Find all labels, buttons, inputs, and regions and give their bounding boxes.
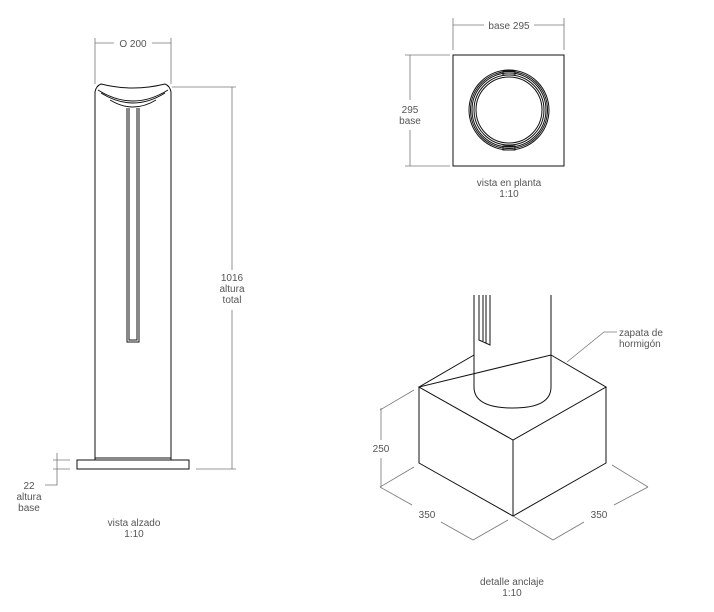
diameter-dimension (94, 38, 172, 84)
base-height-dimension (45, 453, 70, 486)
left-width-value: 350 (419, 510, 436, 521)
height-dimension (172, 86, 236, 470)
height-label-1: altura (219, 284, 244, 295)
plan-height-label: base (399, 116, 421, 127)
plan-ring-outer (468, 69, 550, 151)
plan-ring-4 (473, 74, 545, 146)
elevation-scale: 1:10 (124, 529, 144, 540)
column-in-footing (473, 295, 552, 409)
base-plate (76, 459, 190, 470)
plan-height-value: 295 (402, 105, 419, 116)
elevation-view: O 200 1016 altura total 22 altura base v… (16, 38, 245, 540)
plan-height-dimension (405, 54, 450, 167)
plan-scale: 1:10 (499, 189, 519, 200)
column-outline (94, 83, 172, 460)
diameter-label: O 200 (119, 39, 147, 50)
plan-width-dimension (452, 18, 565, 50)
elevation-title: vista alzado (108, 518, 161, 529)
base-value: 22 (23, 481, 35, 492)
anchor-title: detalle anclaje (480, 577, 544, 588)
height-label-2: total (223, 295, 242, 306)
left-width-dimension (379, 486, 509, 541)
callout-leader (566, 331, 617, 363)
column-top-face (109, 99, 157, 108)
plan-base-square (452, 54, 565, 167)
right-width-dimension (512, 464, 649, 541)
column-slot-detail (478, 295, 491, 346)
plan-slot-bottom (502, 145, 516, 151)
callout-line-1: zapata de (619, 328, 663, 339)
plan-ring-inner (475, 76, 543, 144)
plan-ring-3 (471, 72, 547, 148)
plan-title: vista en planta (477, 178, 542, 189)
plan-ring-2 (470, 71, 548, 149)
base-label-1: altura (16, 492, 41, 503)
anchor-detail: zapata de hormigón 250 350 350 detalle a… (373, 295, 663, 599)
right-width-value: 350 (591, 510, 608, 521)
height-value: 1016 (221, 273, 244, 284)
base-label-2: base (18, 503, 40, 514)
height-dimension-250 (379, 389, 415, 488)
plan-view: base 295 295 base vista en planta 1:10 (399, 18, 565, 200)
anchor-scale: 1:10 (502, 588, 522, 599)
height-value-250: 250 (373, 444, 390, 455)
plan-width-label: base 295 (488, 21, 530, 32)
footing-block (417, 354, 608, 517)
column-top-curve (97, 89, 169, 104)
column-slot (126, 108, 140, 343)
plan-slot-top (502, 70, 516, 76)
callout-line-2: hormigón (619, 339, 661, 350)
